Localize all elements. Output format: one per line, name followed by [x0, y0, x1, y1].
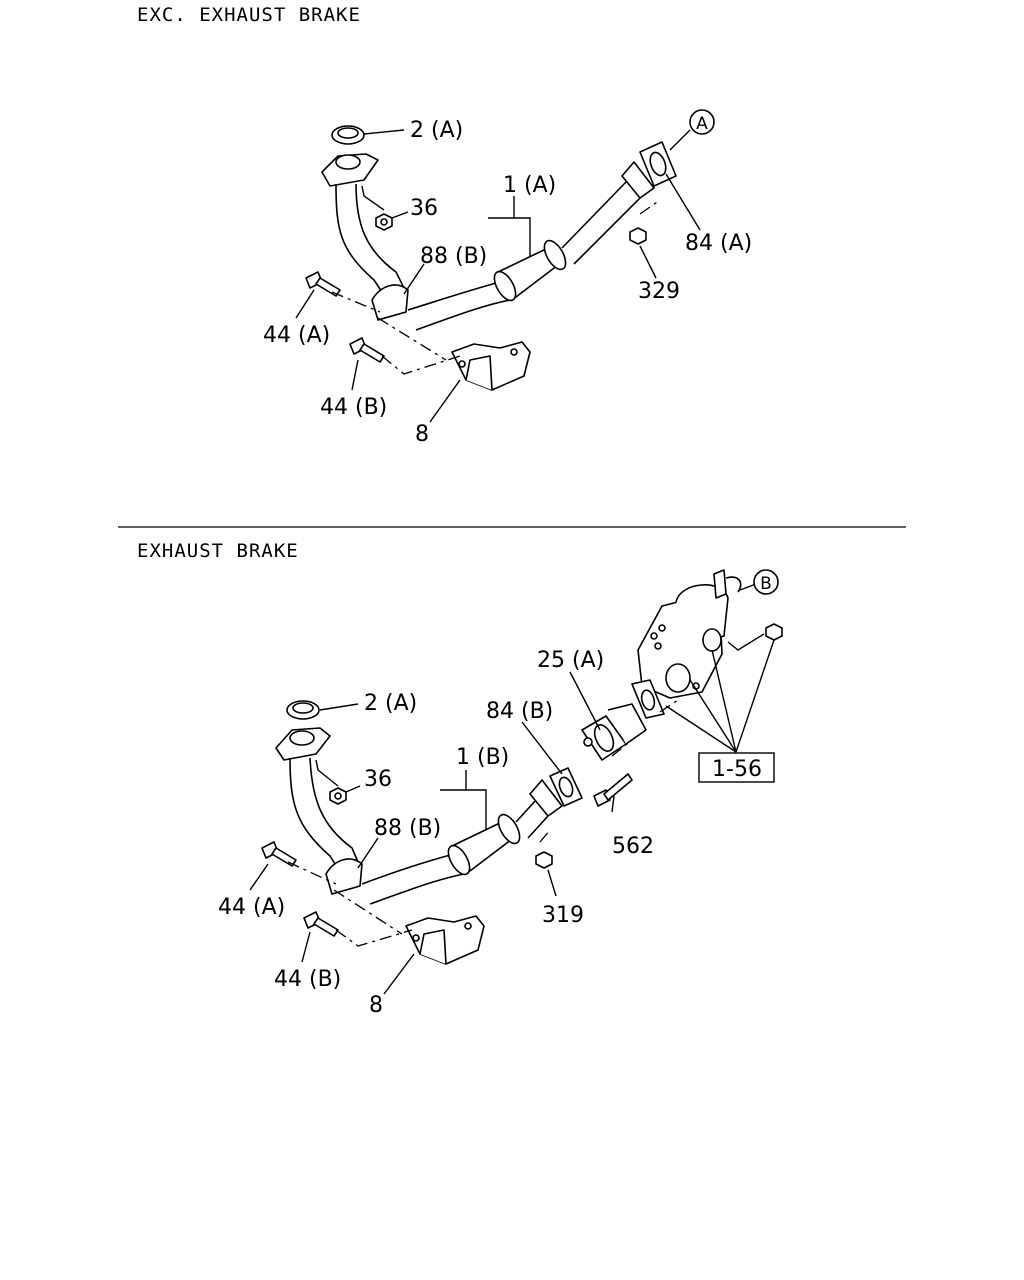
ref-a-label: A [696, 114, 708, 134]
brake-gasket [631, 679, 665, 719]
sealing-ring-s2 [286, 700, 320, 720]
callout-bolt-a-s2: 44 (A) [218, 895, 285, 920]
exhaust-pipe-1b [275, 727, 563, 905]
reference-circle-a: A [689, 109, 715, 135]
callout-flange-bolt-s2: 562 [612, 834, 654, 859]
callout-bolt-b-s2: 44 (B) [274, 967, 341, 992]
callout-clamp-s2: 88 (B) [374, 816, 441, 841]
hex-nut-329 [629, 227, 647, 245]
bracket-8-s2 [405, 915, 485, 965]
reference-box-label: 1-56 [712, 757, 762, 782]
callout-bracket-s2: 8 [369, 993, 383, 1018]
leader-lines-section-1 [295, 129, 701, 423]
sealing-ring [331, 125, 365, 145]
bolt-44a-s2 [261, 841, 297, 867]
callout-bolt-a-s1: 44 (A) [263, 323, 330, 348]
callout-pipe-s2: 1 (B) [456, 745, 509, 770]
section-2-drawing: B 1-56 2 (A) 36 1 (B) 88 (B) 44 (A) 44 (… [218, 569, 783, 1018]
flange-bolt-562 [593, 773, 633, 807]
exhaust-brake-unit [637, 569, 742, 699]
hex-nut-36 [375, 213, 393, 231]
ref-b-label: B [760, 574, 772, 594]
bracket-8 [451, 341, 531, 391]
callout-bolt-b-s1: 44 (B) [320, 395, 387, 420]
callout-ring-s2: 2 (A) [364, 691, 417, 716]
hex-nut-319 [535, 851, 553, 869]
callout-flange-nut-s1: 329 [638, 279, 680, 304]
exhaust-pipe-1a [321, 153, 655, 331]
brake-unit-nut [765, 623, 783, 641]
section-title-exhaust-brake: EXHAUST BRAKE [137, 540, 299, 562]
gasket-84b [549, 767, 583, 807]
section-title-exc-exhaust-brake: EXC. EXHAUST BRAKE [137, 4, 361, 26]
callout-bracket-s1: 8 [415, 422, 429, 447]
callout-ring-s1: 2 (A) [410, 118, 463, 143]
callout-clamp-s1: 88 (B) [420, 244, 487, 269]
callout-gasket-s2: 84 (B) [486, 699, 553, 724]
callout-nut-s1: 36 [410, 196, 438, 221]
reference-circle-b: B [753, 569, 779, 595]
bolt-44a [305, 271, 341, 297]
callout-pipe-s1: 1 (A) [503, 173, 556, 198]
hex-nut-36-s2 [329, 787, 347, 805]
callout-gasket-s1: 84 (A) [685, 231, 752, 256]
reference-box: 1-56 [698, 752, 775, 783]
section-1-drawing: A 2 (A) 36 1 (A) 88 (B) 44 (A) 44 (B) 8 … [263, 109, 752, 447]
callout-nut-s2: 36 [364, 767, 392, 792]
bolt-44b [349, 337, 385, 363]
leader-lines-section-2 [249, 583, 775, 995]
callout-adapter-s2: 25 (A) [537, 648, 604, 673]
callout-flange-nut-s2: 319 [542, 903, 584, 928]
bolt-44b-s2 [303, 911, 339, 937]
